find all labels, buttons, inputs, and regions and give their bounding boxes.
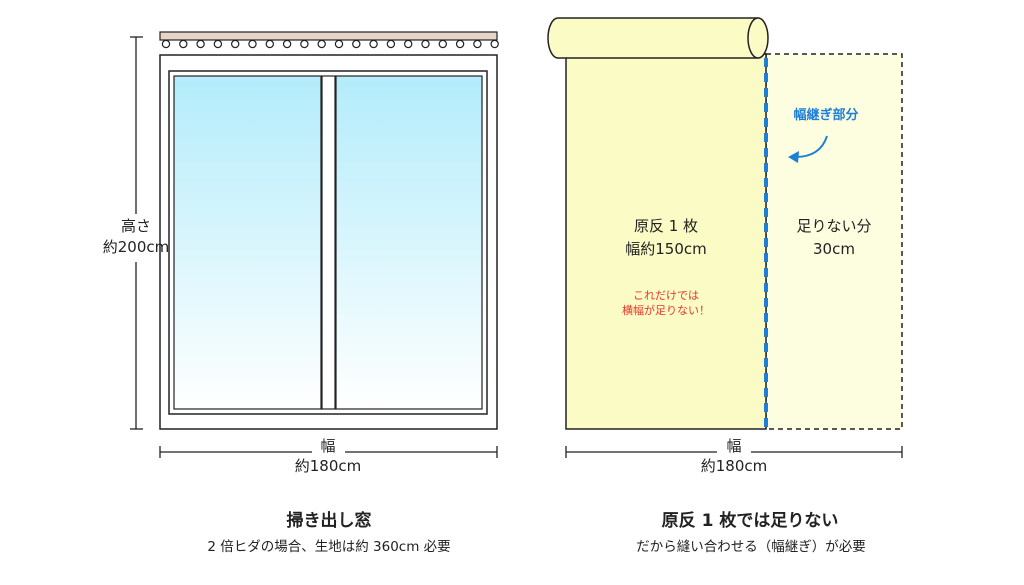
left-width-label: 幅 (320, 437, 336, 455)
glass-pane-right (335, 75, 483, 410)
curtain-hook (300, 39, 309, 49)
curtain-hook (248, 39, 257, 49)
width-dimension-right (565, 446, 903, 458)
right-caption-title: 原反 1 枚では足りない (661, 511, 839, 531)
height-label: 高さ (120, 217, 151, 235)
right-width-value: 約180cm (700, 457, 768, 475)
left-width-value: 約180cm (294, 457, 362, 475)
curtain-hook (386, 39, 396, 49)
seam-arrow (788, 135, 828, 163)
fabric-illustration (547, 17, 903, 430)
height-dimension (130, 36, 143, 430)
curtain-rail (159, 31, 498, 41)
shortfall-value: 30cm (813, 240, 855, 258)
curtain-hook (455, 39, 465, 49)
shortfall-area (765, 53, 903, 430)
fabric-sheet (565, 53, 767, 430)
curtain-hook (369, 39, 378, 49)
curtain-hook (473, 39, 482, 49)
window-mullion (321, 75, 336, 410)
curtain-hooks (161, 39, 499, 49)
curtain-hook (282, 39, 292, 49)
curtain-hook (161, 39, 171, 49)
curtain-hook (352, 39, 361, 49)
curtain-hook (421, 39, 430, 49)
fabric-label-name: 原反 1 枚 (633, 217, 699, 235)
left-caption-subtitle: 2 倍ヒダの場合、生地は約 360cm 必要 (207, 539, 451, 555)
curtain-hook (213, 39, 223, 49)
seam-label: 幅継ぎ部分 (793, 108, 859, 123)
left-caption-title: 掃き出し窓 (286, 511, 372, 531)
curtain-hook (230, 39, 240, 49)
curtain-hook (265, 39, 274, 49)
height-value: 約200cm (102, 238, 170, 256)
curtain-hook (404, 39, 413, 49)
fabric-roll (547, 17, 769, 59)
right-width-label: 幅 (726, 437, 742, 455)
shortfall-label: 足りない分 (796, 217, 872, 235)
fabric-label-width: 幅約150cm (625, 240, 707, 258)
curtain-hook (317, 39, 326, 49)
curtain-hook (438, 39, 447, 49)
window-illustration (159, 31, 499, 430)
curtain-hook (490, 39, 499, 49)
curtain-hook (196, 39, 205, 49)
glass-pane-left (173, 75, 322, 410)
curtain-hook (334, 39, 344, 49)
curtain-hook (179, 39, 188, 49)
right-caption-subtitle: だから縫い合わせる（幅継ぎ）が必要 (636, 539, 866, 555)
warning-line-1: これだけでは (633, 289, 699, 302)
width-dimension-left (159, 446, 498, 458)
warning-line-2: 横幅が足りない！ (622, 304, 710, 317)
